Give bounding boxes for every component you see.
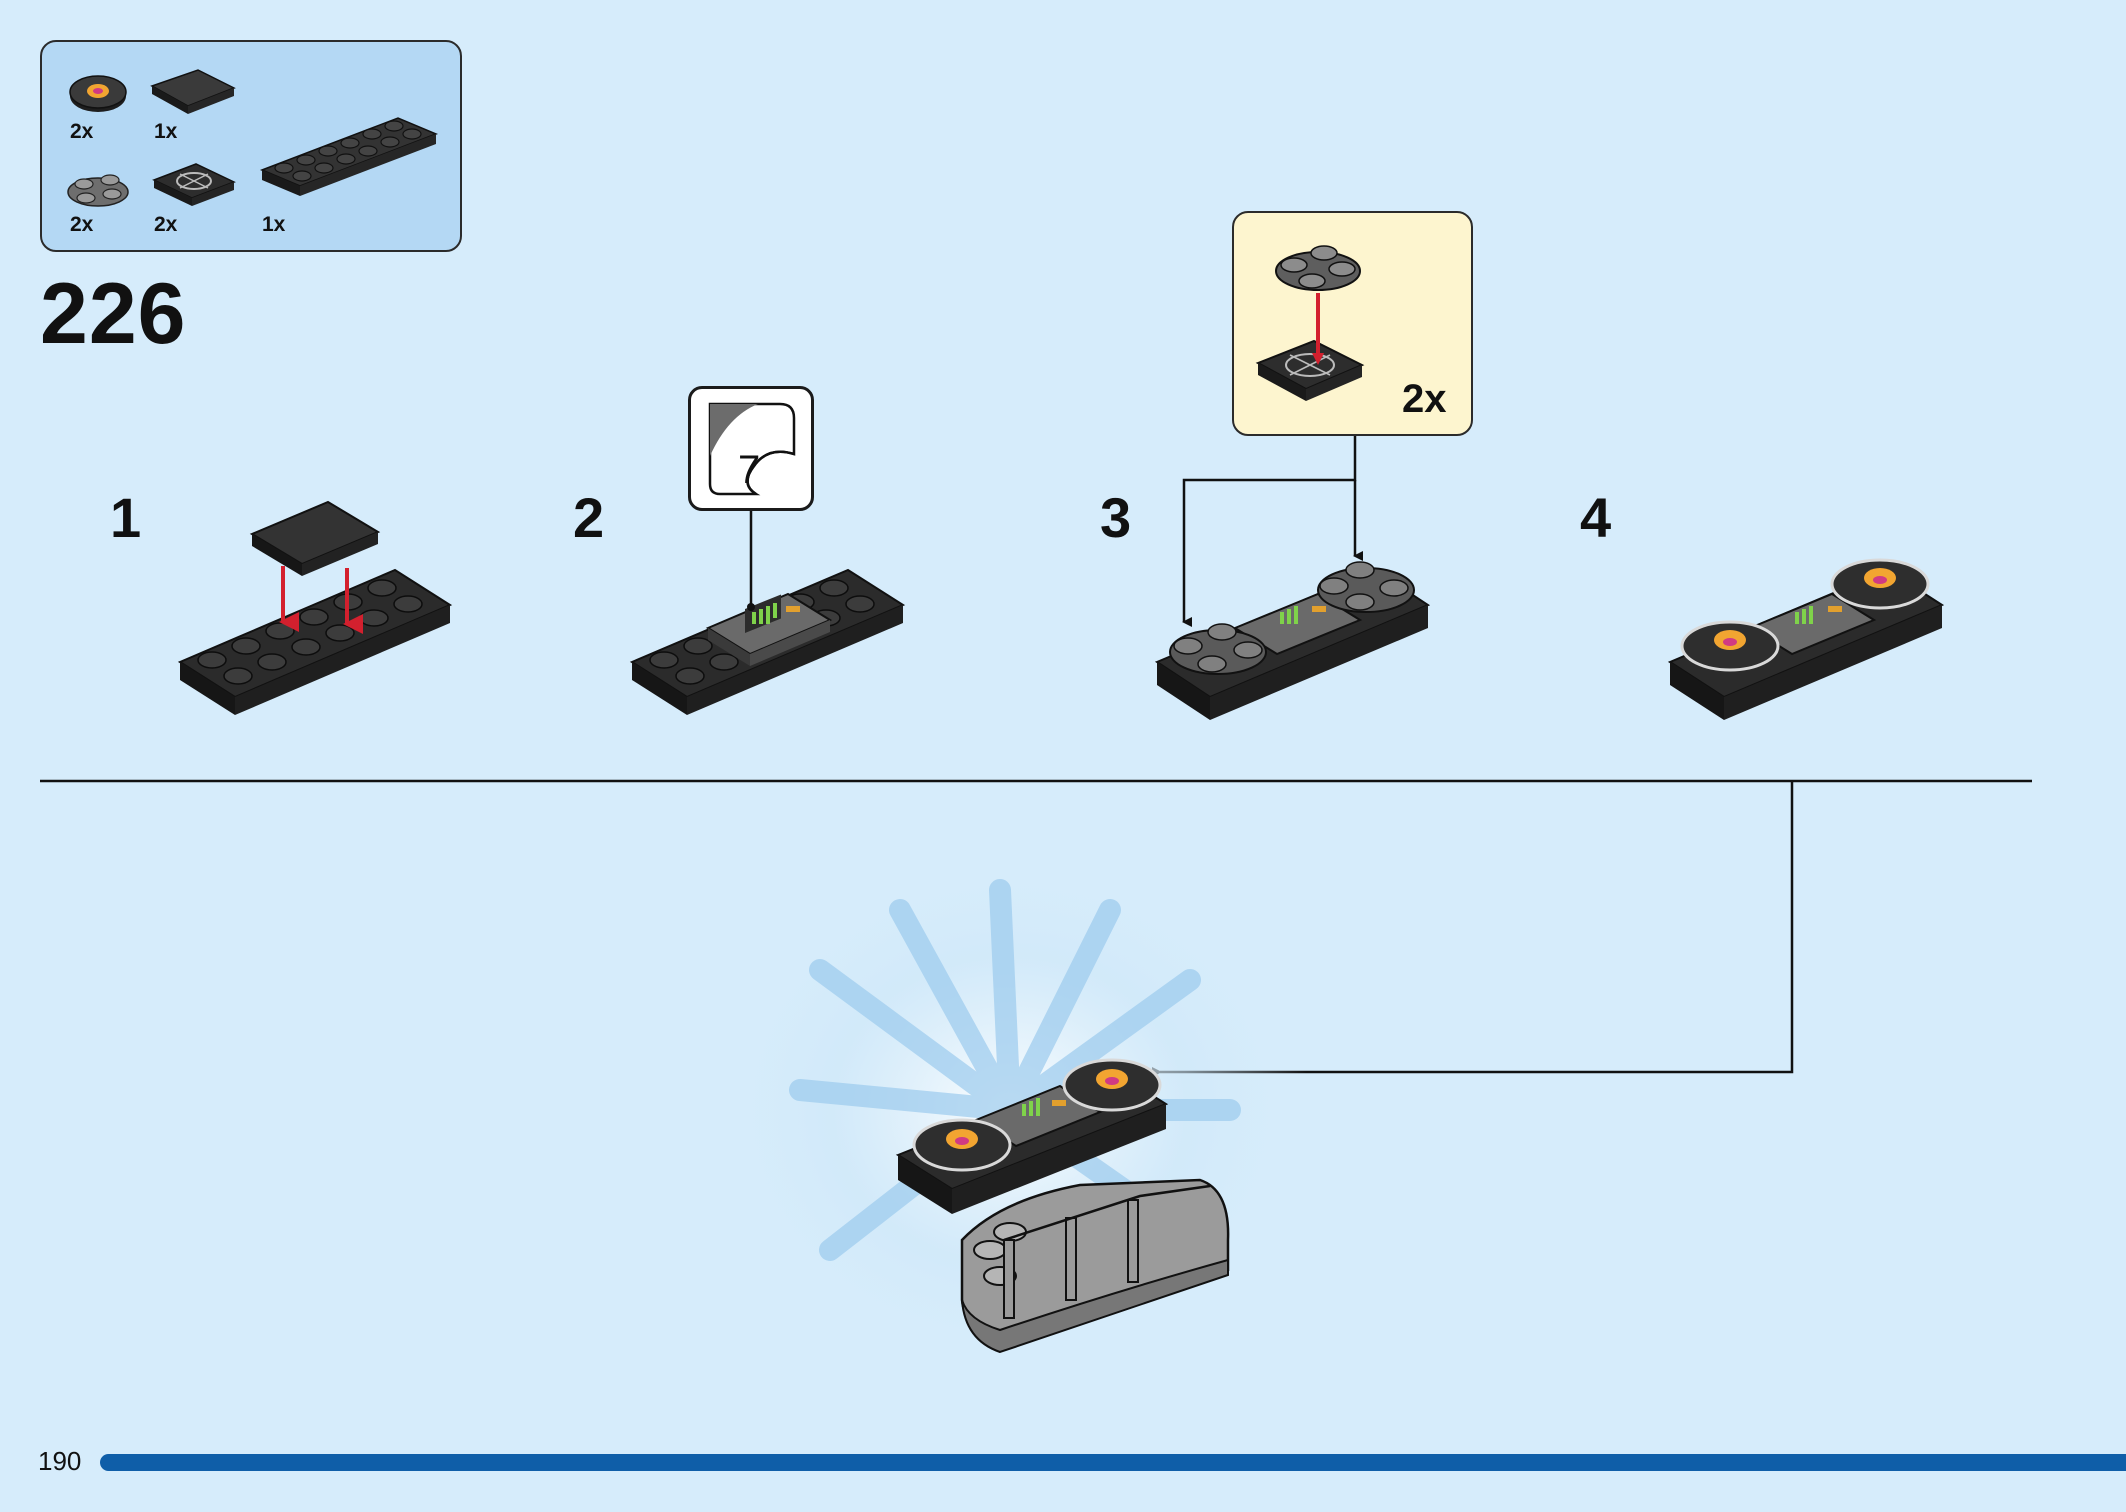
part-qty-plate: 1x [262,213,286,236]
final-assembly [895,1058,1230,1354]
step1-plate [177,568,453,715]
part-plate-2x6-icon [259,117,439,196]
sub-step-4-number: 4 [1580,486,1612,549]
part-turntable-base-icon [152,163,236,206]
page-number: 190 [38,1446,82,1476]
sub-step-1-number: 1 [110,486,142,549]
part-tile-2x2-icon [150,69,236,114]
step4-assembly [1667,558,1945,720]
step2-assembly [629,568,906,715]
sub-step-2-number: 2 [573,486,605,549]
part-qty-round-plate: 2x [70,213,94,236]
part-qty-tile: 1x [154,120,178,143]
part-round-plate-icon [67,174,129,207]
step3-assembly [1154,561,1431,720]
sticker-icon [708,402,796,496]
sub-assembly-callout [1232,211,1473,436]
part-qty-turntable-base: 2x [154,213,178,236]
callout-multiplier: 2x [1402,377,1447,421]
part-round-tile-icon [69,75,127,112]
part-qty-round-tile: 2x [70,120,94,143]
page-progress-bar [100,1454,2126,1471]
sub-step-3-number: 3 [1100,486,1132,549]
parts-list-illustrations [67,69,439,207]
sticker-number: 7 [738,448,761,492]
step1-tile [249,500,381,576]
step-number: 226 [40,266,187,362]
callout-illustration [1255,245,1365,401]
